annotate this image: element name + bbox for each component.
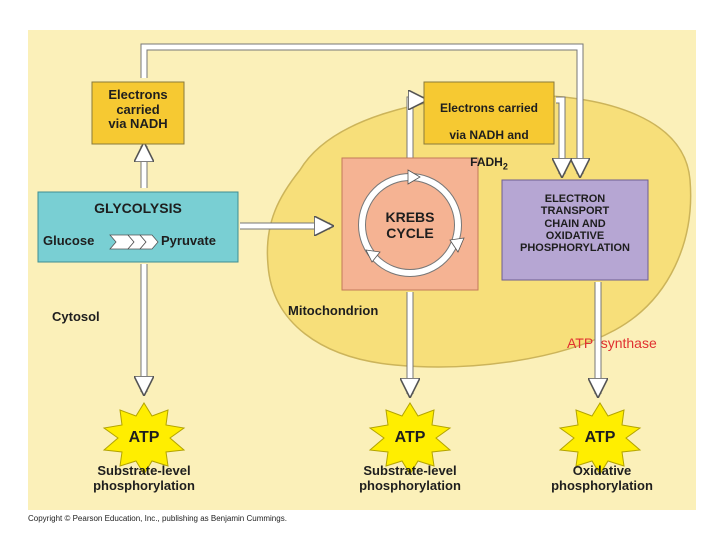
atp-label-middle: ATP (394, 429, 426, 446)
atp-burst-left (102, 402, 186, 475)
pyruvate-label: Pyruvate (161, 233, 216, 248)
atp-label-right: ATP (584, 429, 616, 446)
mitochondrion-label: Mitochondrion (288, 303, 379, 318)
atp-synthase-label: ATP synthase (567, 335, 657, 351)
substrate-level-caption-left: Substrate-level phosphorylation (93, 463, 195, 493)
glycolysis-box (37, 191, 239, 263)
arrow-fadh-to-etc (556, 97, 562, 174)
krebs-cycle-ring-icon (358, 169, 465, 277)
glycolysis-title: GLYCOLYSIS (94, 200, 182, 216)
etc-box (501, 179, 649, 281)
electrons-nadh-label: Electrons carried via NADH (108, 87, 168, 132)
substrate-level-caption-middle: Substrate-level phosphorylation (359, 463, 461, 493)
etc-label: ELECTRON TRANSPORT CHAIN AND OXIDATIVE P… (519, 193, 630, 255)
electrons-fadh-line1: Electrons carried (439, 101, 539, 116)
oxidative-caption: Oxidative phosphorylation (551, 463, 653, 493)
atp-label-left: ATP (128, 429, 160, 446)
glucose-pyruvate-chevrons (109, 234, 159, 250)
fadh-subscript: 2 (502, 161, 508, 172)
cytosol-label: Cytosol (52, 309, 100, 324)
atp-burst-middle (368, 402, 452, 475)
electrons-nadh-box (91, 81, 185, 145)
electrons-fadh-line2: via NADH and (449, 128, 529, 143)
krebs-cycle-label: KREBS CYCLE (385, 209, 435, 241)
copyright-notice: Copyright © Pearson Education, Inc., pub… (28, 514, 287, 523)
arrows (144, 43, 598, 394)
glucose-label: Glucose (43, 233, 95, 248)
atp-burst-right (558, 402, 642, 475)
atp-bursts (102, 402, 642, 475)
electrons-nadh-fadh-box (423, 81, 555, 145)
electrons-fadh-line3: FADH (470, 155, 503, 170)
electrons-nadh-fadh-label: Electrons carried via NADH and FADH2 (424, 89, 554, 172)
arrow-krebs-to-fadh (407, 100, 424, 158)
